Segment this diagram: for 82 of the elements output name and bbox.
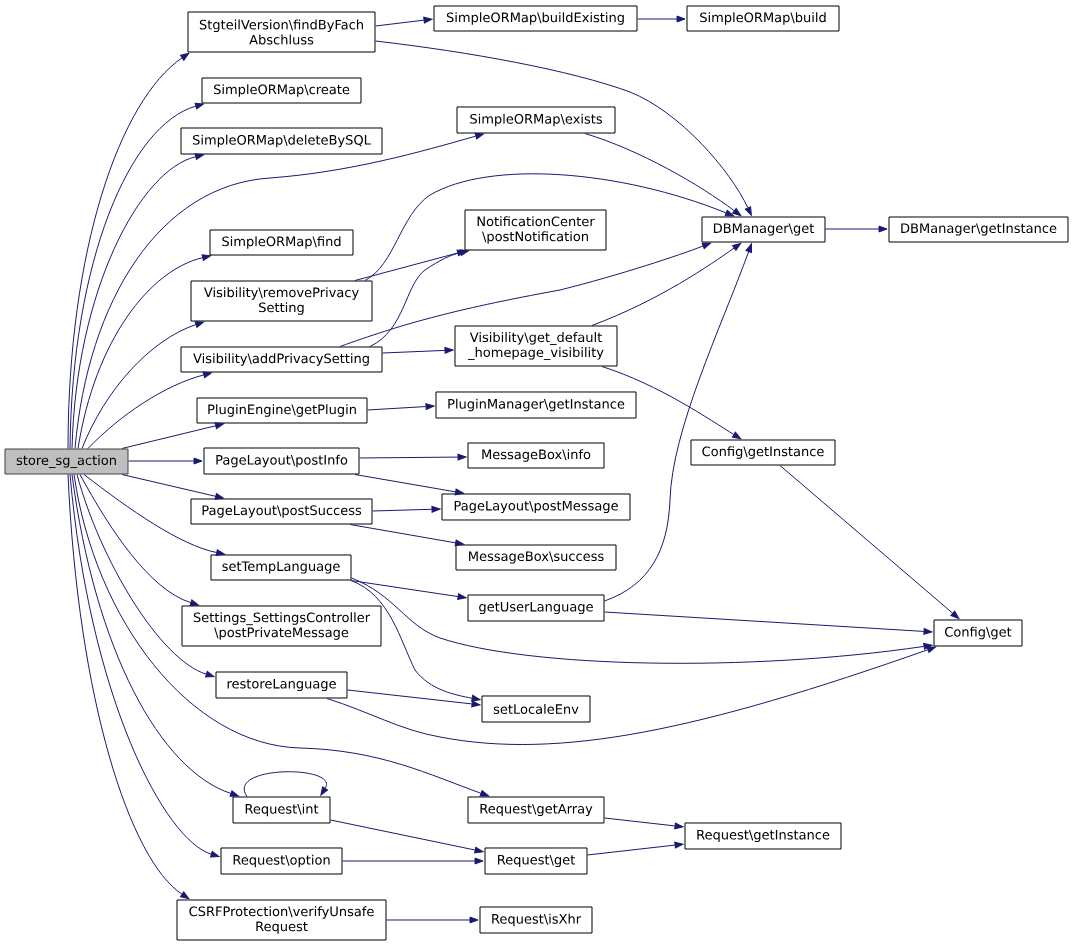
call-arrow: [128, 457, 203, 465]
function-box: CSRFProtection\verifyUnsafe Request: [176, 899, 387, 941]
call-arrow: [382, 346, 454, 354]
function-box: setLocaleEnv: [481, 695, 591, 723]
call-arrow: [67, 474, 190, 900]
call-arrow: [604, 243, 752, 602]
function-box: SimpleORMap\exists: [456, 106, 616, 134]
function-box: setTempLanguage: [210, 554, 352, 581]
function-box: DBManager\getInstance: [888, 216, 1069, 243]
function-box: Request\option: [220, 847, 343, 875]
function-box: SimpleORMap\buildExisting: [433, 5, 638, 32]
call-arrow: [87, 371, 213, 449]
function-box: MessageBox\info: [467, 442, 605, 469]
function-box: Visibility\addPrivacySetting: [180, 346, 383, 373]
call-arrow: [601, 366, 742, 440]
call-arrow: [591, 242, 742, 326]
call-arrow: [83, 474, 226, 556]
root-function-box: store_sg_action: [4, 448, 129, 475]
function-box: PluginEngine\getPlugin: [196, 397, 368, 424]
call-arrow: [604, 611, 933, 635]
call-arrow: [364, 173, 735, 281]
call-arrow: [350, 580, 467, 600]
call-arrow: [351, 577, 933, 664]
function-box: Visibility\removePrivacy Setting: [190, 280, 373, 322]
call-arrow: [69, 102, 205, 449]
call-arrow: [77, 254, 212, 449]
function-box: PageLayout\postSuccess: [190, 498, 373, 525]
call-arrow: [81, 321, 205, 449]
call-arrow: [121, 422, 225, 449]
call-arrow: [779, 465, 960, 619]
call-arrow: [367, 403, 435, 411]
function-box: PluginManager\getInstance: [435, 391, 637, 419]
function-box: SimpleORMap\find: [209, 229, 354, 256]
function-box: NotificationCenter \postNotification: [464, 209, 607, 251]
function-box: MessageBox\success: [455, 544, 617, 571]
call-arrow: [375, 40, 752, 216]
call-arrow: [79, 474, 200, 606]
call-arrow: [339, 242, 712, 347]
call-arrow: [604, 817, 684, 830]
function-box: Request\get: [484, 847, 588, 875]
function-box: Config\get: [933, 619, 1023, 647]
call-arrow: [369, 249, 470, 347]
function-box: PageLayout\postMessage: [441, 493, 631, 521]
function-box: getUserLanguage: [467, 594, 605, 622]
function-box: Visibility\get_default _homepage_visibility: [454, 325, 618, 367]
call-arrow: [69, 474, 220, 858]
call-arrow: [330, 819, 484, 854]
function-box: SimpleORMap\deleteBySQL: [180, 127, 383, 155]
call-arrow: [71, 153, 205, 449]
function-box: SimpleORMap\build: [686, 5, 840, 32]
call-arrow: [67, 52, 190, 449]
call-arrow: [584, 133, 742, 217]
call-arrow: [637, 15, 686, 23]
call-arrow: [386, 916, 479, 924]
self-loop-arrow: [243, 771, 329, 797]
call-arrow: [121, 474, 225, 500]
call-arrow: [375, 16, 433, 27]
call-arrow: [74, 132, 485, 449]
call-arrow: [326, 646, 937, 745]
call-arrow: [825, 225, 888, 233]
function-box: Settings_SettingsController \postPrivateMessage: [181, 605, 382, 647]
call-arrow: [372, 505, 441, 513]
call-arrow: [349, 524, 464, 547]
function-box: StgteilVersion\findByFach Abschluss: [187, 11, 376, 53]
function-box: Request\int: [232, 796, 331, 824]
function-box: Config\getInstance: [690, 439, 836, 466]
call-arrow: [587, 841, 684, 856]
call-arrow: [354, 474, 464, 496]
function-box: restoreLanguage: [215, 671, 348, 699]
call-arrow: [71, 474, 240, 797]
call-arrow: [342, 857, 484, 865]
call-arrow: [359, 453, 467, 461]
function-box: Request\getInstance: [684, 822, 842, 850]
function-box: Request\getArray: [467, 796, 605, 824]
call-arrow: [347, 689, 481, 708]
function-box: SimpleORMap\create: [201, 77, 362, 104]
call-arrow: [76, 474, 215, 678]
function-box: DBManager\get: [701, 216, 826, 243]
function-box: PageLayout\postInfo: [203, 447, 360, 475]
call-arrow: [73, 474, 490, 797]
function-box: Request\isXhr: [479, 906, 593, 934]
call-arrow: [350, 580, 481, 702]
